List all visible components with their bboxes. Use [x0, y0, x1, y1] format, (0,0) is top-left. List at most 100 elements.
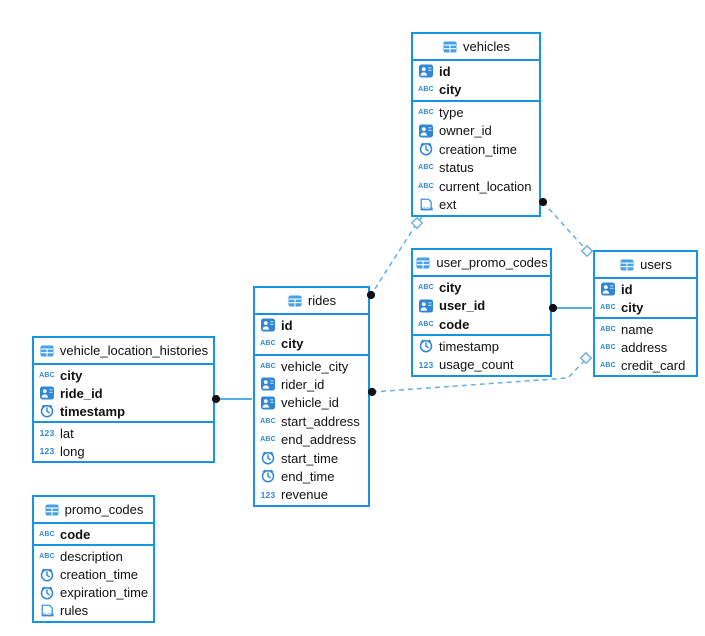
relation-line [371, 357, 588, 393]
table-name: promo_codes [64, 502, 144, 517]
column-row-id: id [413, 62, 539, 81]
column-name: expiration_time [60, 585, 149, 601]
column-row-user_id: user_id [413, 296, 550, 314]
text-column-icon: ABC [418, 182, 434, 190]
table-icon [44, 504, 60, 516]
table-icon [39, 345, 55, 357]
column-row-name: ABC name [595, 320, 696, 338]
relation-user_promo_codes-users[interactable] [548, 303, 592, 313]
column-row-id: id [595, 280, 696, 298]
column-name: revenue [281, 487, 328, 503]
table-name: vehicles [463, 39, 510, 54]
column-name: name [621, 321, 654, 337]
column-name: user_id [439, 298, 486, 314]
table-header: vehicles [413, 34, 539, 61]
column-row-id: id [255, 316, 368, 334]
column-row-timestamp: timestamp [413, 337, 550, 355]
text-column-icon: ABC [39, 530, 55, 538]
column-row-creation_time: creation_time [34, 565, 153, 583]
column-row-timestamp: timestamp [34, 402, 213, 420]
column-row-credit_card: ABC credit_card [595, 356, 696, 374]
svg-text:JSON: JSON [42, 613, 54, 618]
relation-line [542, 201, 589, 253]
table-header: promo_codes [34, 497, 153, 524]
column-name: description [60, 548, 123, 564]
column-name: end_address [281, 432, 357, 448]
column-name: ride_id [60, 385, 103, 401]
column-row-ride_id: ride_id [34, 384, 213, 402]
column-row-revenue: 123 revenue [255, 486, 368, 504]
column-name: city [60, 367, 83, 383]
uuid-column-icon [260, 396, 276, 410]
text-column-icon: ABC [600, 325, 616, 333]
relation-line [370, 216, 423, 296]
time-column-icon [39, 586, 55, 600]
column-name: address [621, 339, 668, 355]
column-row-rider_id: rider_id [255, 375, 368, 393]
column-name: vehicle_city [281, 358, 349, 374]
column-name: owner_id [439, 123, 492, 139]
column-row-start_time: start_time [255, 449, 368, 467]
column-name: city [439, 82, 462, 98]
uuid-column-icon [260, 377, 276, 391]
diamond-end-marker [579, 351, 593, 365]
column-name: city [621, 299, 644, 315]
column-name: ext [439, 197, 457, 213]
column-name: timestamp [439, 338, 499, 354]
text-column-icon: ABC [600, 361, 616, 369]
column-name: usage_count [439, 357, 514, 373]
svg-text:JSON: JSON [421, 206, 433, 211]
dot-end-marker [211, 394, 221, 404]
column-name: timestamp [60, 403, 126, 419]
column-name: creation_time [439, 141, 518, 157]
relation-vehicles-users[interactable] [538, 197, 594, 258]
relation-rides-vehicles[interactable] [366, 216, 424, 300]
table-header: vehicle_location_histories [34, 338, 213, 365]
column-name: id [281, 317, 293, 333]
uuid-column-icon [418, 64, 434, 78]
uuid-column-icon [418, 124, 434, 138]
relation-rides-users[interactable] [367, 351, 593, 397]
text-column-icon: ABC [418, 108, 434, 116]
column-name: rider_id [281, 376, 325, 392]
text-column-icon: ABC [39, 371, 55, 379]
number-column-icon: 123 [39, 446, 55, 456]
column-name: long [60, 443, 85, 459]
number-column-icon: 123 [260, 489, 276, 500]
column-name: credit_card [621, 357, 686, 373]
time-column-icon [39, 404, 55, 418]
relation-vehicle_location_histories-rides[interactable] [211, 394, 252, 404]
uuid-column-icon [260, 318, 276, 332]
table-header: user_promo_codes [413, 250, 550, 277]
diamond-end-marker [410, 216, 424, 230]
table-icon [619, 259, 635, 271]
text-column-icon: ABC [600, 343, 616, 351]
table-header: rides [255, 288, 368, 315]
text-column-icon: ABC [260, 340, 276, 348]
